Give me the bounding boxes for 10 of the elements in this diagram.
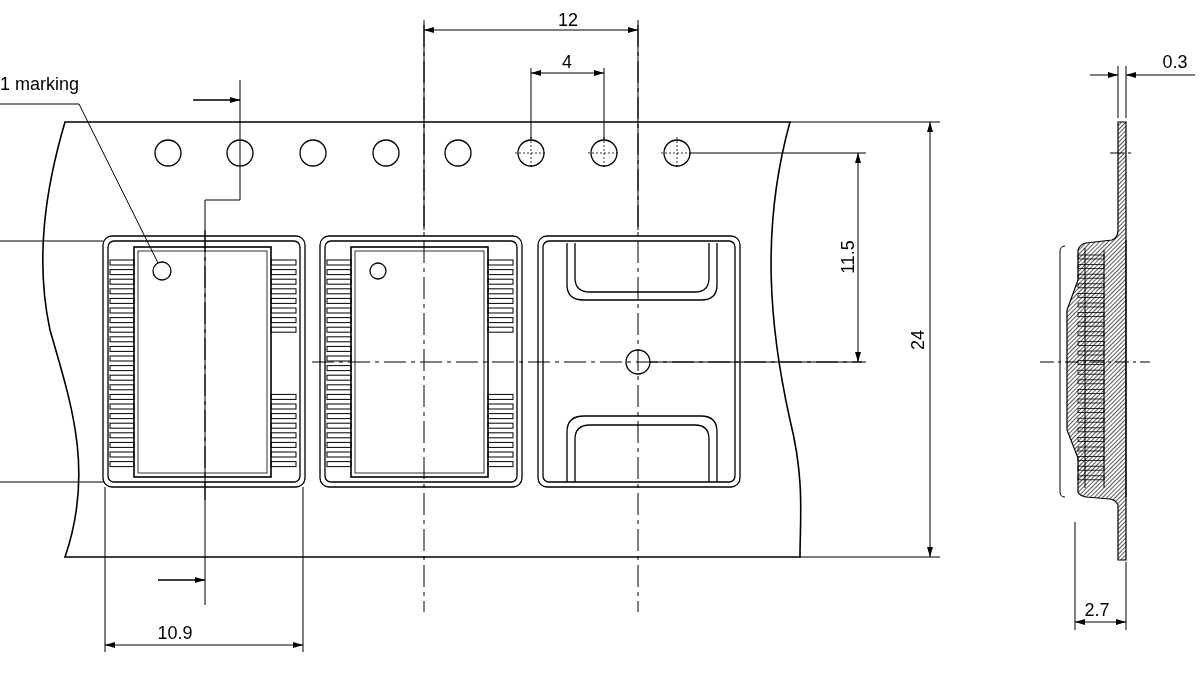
dimension-value: 10.9 bbox=[157, 623, 193, 643]
dimension-value: 12 bbox=[558, 10, 579, 30]
dimension-value: 0.3 bbox=[1162, 52, 1188, 72]
leader-line bbox=[0, 103, 159, 264]
pin-marking-dot bbox=[152, 261, 172, 281]
callout-text: 1 marking bbox=[0, 74, 80, 94]
dimension-value: 2.7 bbox=[1084, 600, 1110, 620]
dimension-value: 24 bbox=[908, 330, 928, 350]
dimension-value: 11.5 bbox=[837, 240, 858, 274]
dimension-value: 4 bbox=[562, 52, 572, 72]
